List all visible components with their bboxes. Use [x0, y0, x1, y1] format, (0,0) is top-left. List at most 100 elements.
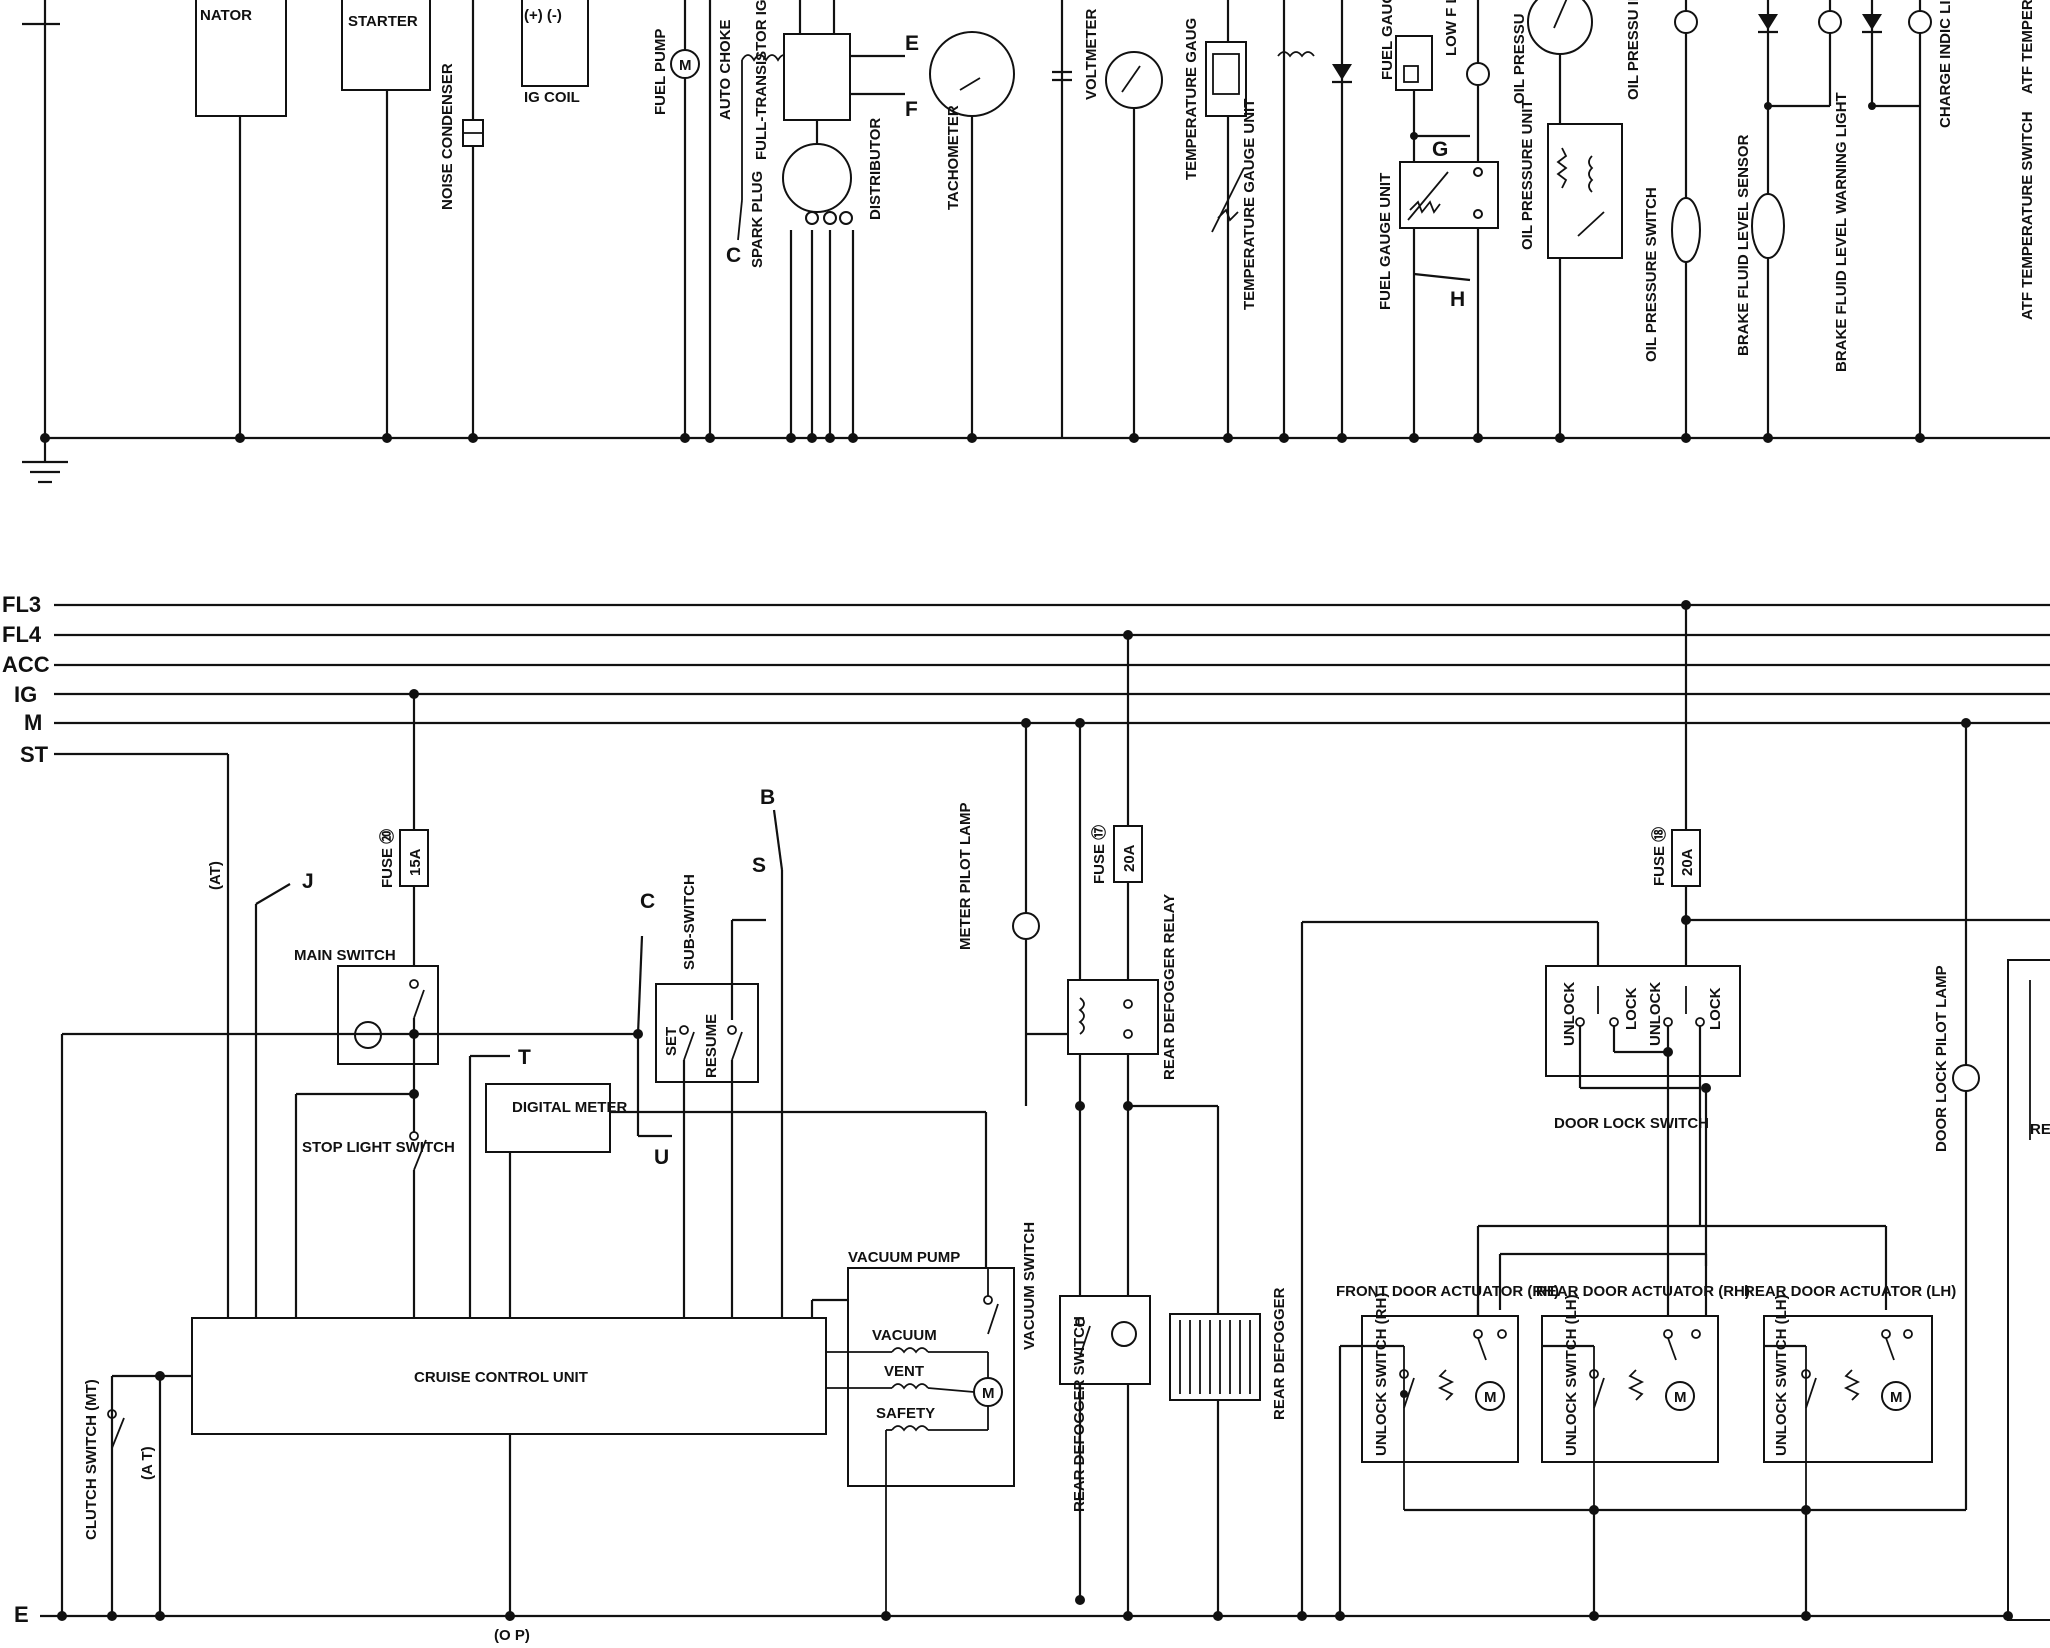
vacuum-pump: [847, 1267, 1015, 1487]
rear-defogger-relay: [1067, 979, 1159, 1055]
fuse20-label: FUSE ⑳: [378, 829, 396, 888]
starter-box: [341, 0, 431, 91]
unlock-switch-lh-label-2: UNLOCK SWITCH (LH): [1773, 1294, 1790, 1456]
vacuum-pump-label: VACUUM PUMP: [848, 1249, 960, 1266]
noise-condenser-label: NOISE CONDENSER: [439, 63, 456, 210]
unlock-switch-rh-label: UNLOCK SWITCH (RH): [1373, 1293, 1390, 1456]
oil-pressure-unit-label: OIL PRESSURE UNIT: [1519, 99, 1536, 250]
at-label-2: (A T): [139, 1446, 156, 1480]
tachometer: [929, 31, 1015, 117]
rear-defogger-switch-label: REAR DEFOGGER SWITCH: [1071, 1316, 1088, 1512]
door-lock-switch: [1545, 965, 1741, 1077]
unlock-switch-lh-label-1: UNLOCK SWITCH (LH): [1563, 1294, 1580, 1456]
vent-label: VENT: [884, 1363, 924, 1380]
igniter-label: FULL-TRANSISTOR IGNITER: [753, 0, 770, 160]
digital-meter: [485, 1083, 611, 1153]
rear-defogger-label: REAR DEFOGGER: [1271, 1287, 1288, 1420]
front-rh-motor-symbol: M: [1484, 1389, 1497, 1406]
fuse18-label: FUSE ⑱: [1650, 827, 1668, 886]
brake-fluid-level-sensor: [1751, 193, 1785, 259]
oil-pressure-switch: [1671, 197, 1701, 263]
bus-label-ig: IG: [14, 682, 37, 707]
connector-u: U: [654, 1146, 669, 1169]
at-label: (AT): [207, 861, 224, 890]
connector-c-top: C: [726, 244, 741, 267]
fuse17-rating: 20A: [1121, 844, 1138, 872]
oil-pressure-unit: [1547, 123, 1623, 259]
connector-h: H: [1450, 288, 1465, 311]
set-label: SET: [663, 1027, 680, 1056]
bottom-diagram: FL3 FL4 ACC IG M ST E (AT) FUSE ⑳ 15A J …: [2, 592, 2050, 1644]
main-switch: [337, 965, 439, 1065]
vacuum-pump-motor-symbol: M: [982, 1385, 995, 1402]
door-lock-lock-1: LOCK: [1623, 987, 1640, 1030]
ig-coil-label: IG COIL: [524, 89, 580, 106]
fuel-gauge-label: FUEL GAUGE: [1379, 0, 1396, 80]
partial-right-label: RE LO: [2030, 1121, 2050, 1138]
connector-c-bottom: C: [640, 890, 655, 913]
charge-indicator-label: CHARGE INDIC LIGHT: [1937, 0, 1954, 128]
vacuum-switch-label: VACUUM SWITCH: [1021, 1222, 1038, 1350]
connector-e-top: E: [905, 32, 919, 55]
generator-box: [195, 0, 287, 117]
generator-label: NATOR: [200, 7, 252, 24]
distributor: [782, 143, 852, 213]
door-lock-switch-label: DOOR LOCK SWITCH: [1554, 1115, 1709, 1132]
brake-fluid-warning-light-label: BRAKE FLUID LEVEL WARNING LIGHT: [1833, 92, 1850, 372]
tachometer-label: TACHOMETER: [945, 105, 962, 210]
connector-g: G: [1432, 138, 1448, 161]
fuel-pump-label: FUEL PUMP: [652, 29, 669, 115]
op-label: (O P): [494, 1627, 530, 1644]
safety-label: SAFETY: [876, 1405, 935, 1422]
bus-label-acc: ACC: [2, 652, 50, 677]
temperature-gauge-unit-label: TEMPERATURE GAUGE UNIT: [1241, 99, 1258, 310]
oil-pressure-gauge-label: OIL PRESSU: [1511, 13, 1528, 104]
ig-coil-terminals: (+) (-): [524, 7, 562, 24]
rear-door-actuator-lh-label: REAR DOOR ACTUATOR (LH): [1744, 1283, 1956, 1300]
starter-label: STARTER: [348, 13, 418, 30]
voltmeter-label: VOLTMETER: [1083, 8, 1100, 100]
sub-switch-label: SUB-SWITCH: [681, 874, 698, 970]
bus-label-fl4: FL4: [2, 622, 42, 647]
cruise-control-unit-label: CRUISE CONTROL UNIT: [414, 1369, 588, 1386]
rear-door-actuator-rh-label: REAR DOOR ACTUATOR (RH): [1536, 1283, 1750, 1300]
fuel-gauge-unit: [1399, 161, 1499, 229]
voltmeter: [1105, 51, 1163, 109]
rear-defogger-relay-label: REAR DEFOGGER RELAY: [1161, 894, 1178, 1080]
top-diagram: NATOR STARTER NOISE CONDENSER (+) (-) IG…: [22, 0, 2050, 484]
connector-f: F: [905, 98, 918, 121]
temperature-gauge-label: TEMPERATURE GAUG: [1183, 18, 1200, 180]
distributor-label: DISTRIBUTOR: [867, 118, 884, 220]
oil-pressure-indicator-label: OIL PRESSU INDICATOR: [1625, 0, 1642, 100]
partial-right-box: [2007, 959, 2050, 1621]
rear-rh-motor-symbol: M: [1674, 1389, 1687, 1406]
low-fuel-light-label: LOW F LIGHT: [1443, 0, 1460, 56]
junction-dots: [57, 600, 2013, 1621]
meter-pilot-lamp-label: METER PILOT LAMP: [957, 803, 974, 951]
rear-defogger-switch: [1059, 1295, 1151, 1385]
door-lock-pilot-lamp-label: DOOR LOCK PILOT LAMP: [1933, 965, 1950, 1152]
front-door-actuator-rh-label: FRONT DOOR ACTUATOR (RH): [1336, 1283, 1559, 1300]
fuel-gauge-unit-label: FUEL GAUGE UNIT: [1377, 173, 1394, 310]
connector-t: T: [518, 1046, 531, 1069]
bus-label-fl3: FL3: [2, 592, 41, 617]
digital-meter-label: DIGITAL METER: [512, 1099, 627, 1116]
resume-label: RESUME: [703, 1014, 720, 1078]
ig-coil-box: [521, 0, 589, 87]
atf-switch-label: ATF TEMPERATURE SWITCH: [2019, 111, 2036, 320]
fuel-pump-motor-symbol: M: [679, 57, 692, 74]
connector-s: S: [752, 854, 766, 877]
fuse18-rating: 20A: [1679, 848, 1696, 876]
auto-choke-label: AUTO CHOKE: [717, 19, 734, 120]
clutch-switch-label: CLUTCH SWITCH (MT): [83, 1379, 100, 1540]
fuse17-label: FUSE ⑰: [1090, 825, 1108, 884]
rear-lh-motor-symbol: M: [1890, 1389, 1903, 1406]
door-lock-unlock-2: UNLOCK: [1647, 982, 1664, 1046]
bus-label-st: ST: [20, 742, 49, 767]
fuse20-rating: 15A: [407, 848, 424, 876]
door-lock-lock-2: LOCK: [1707, 987, 1724, 1030]
fuse18: [1671, 829, 1701, 887]
atf-warning-light-label: ATF TEMPERAT WARNING LIGH: [2019, 0, 2036, 94]
oil-pressure-gauge: [1527, 0, 1593, 55]
igniter-box: [783, 33, 851, 121]
